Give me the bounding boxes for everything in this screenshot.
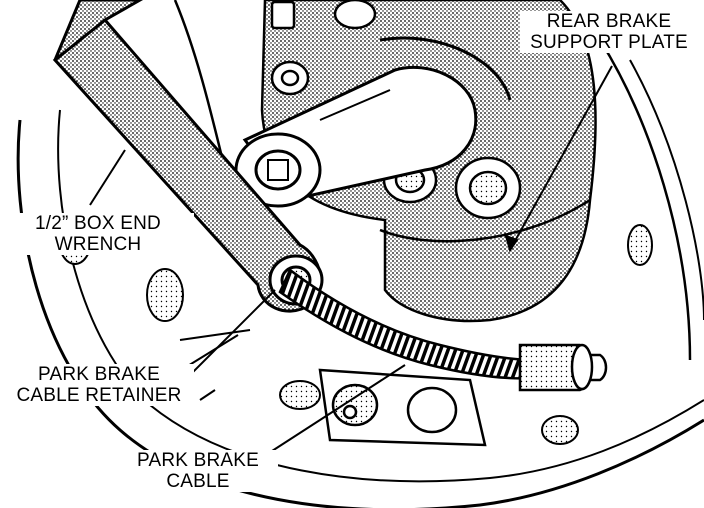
callout-line: PARK BRAKE	[4, 364, 194, 385]
callout-line: WRENCH	[2, 234, 194, 255]
callout-park-brake-cable: PARK BRAKE CABLE	[118, 450, 278, 492]
callout-rear-brake-support-plate: REAR BRAKE SUPPORT PLATE	[520, 11, 698, 53]
callout-line: PARK BRAKE	[118, 450, 278, 471]
callout-line: CABLE RETAINER	[4, 385, 194, 406]
callout-park-brake-cable-retainer: PARK BRAKE CABLE RETAINER	[4, 364, 194, 406]
cable-retainer-plate	[179, 329, 487, 447]
park-brake-cable	[278, 268, 608, 392]
callout-box-end-wrench: 1/2” BOX END WRENCH	[2, 213, 194, 255]
callout-line: CABLE	[118, 471, 278, 492]
callout-line: SUPPORT PLATE	[520, 32, 698, 53]
leader-lines	[89, 65, 613, 463]
callout-line: 1/2” BOX END	[2, 213, 194, 234]
backing-plate	[16, 0, 704, 508]
axle-shaft	[234, 36, 512, 208]
callout-line: REAR BRAKE	[520, 11, 698, 32]
